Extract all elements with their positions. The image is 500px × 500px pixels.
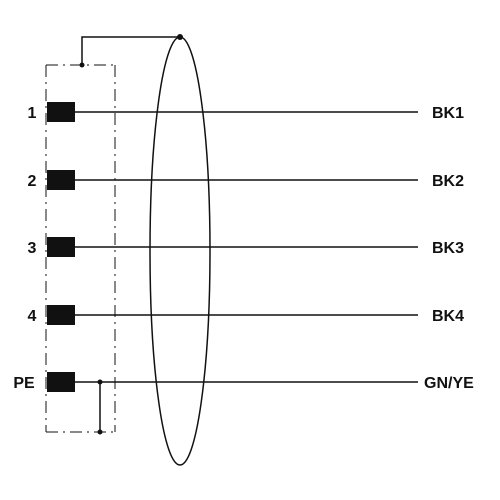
contact-block-icon	[47, 305, 75, 325]
contact-block-icon	[47, 170, 75, 190]
pin-row-pe: PE GN/YE	[13, 372, 474, 392]
shield-drain-wire	[79, 34, 183, 68]
pin-label: 2	[28, 173, 37, 190]
pin-label: PE	[13, 375, 35, 392]
pin-label: 1	[28, 105, 37, 122]
wire-label: GN/YE	[424, 375, 474, 392]
wire-label: BK1	[432, 105, 464, 122]
pin-label: 4	[28, 308, 37, 325]
pin-row-2: 2 BK2	[28, 170, 464, 190]
contact-block-icon	[47, 102, 75, 122]
contact-block-icon	[47, 372, 75, 392]
housing-junction-dot	[79, 62, 85, 68]
pin-row-3: 3 BK3	[28, 237, 464, 257]
cable-shield-icon	[149, 36, 211, 466]
wire-label: BK4	[432, 308, 464, 325]
contact-block-icon	[47, 237, 75, 257]
pin-label: 3	[28, 240, 37, 257]
pe-bond-wire	[97, 379, 103, 435]
pe-junction-dot-bottom	[97, 429, 103, 435]
pin-row-1: 1 BK1	[28, 102, 464, 122]
wire-label: BK3	[432, 240, 464, 257]
pin-row-4: 4 BK4	[28, 305, 464, 325]
wire-label: BK2	[432, 173, 464, 190]
